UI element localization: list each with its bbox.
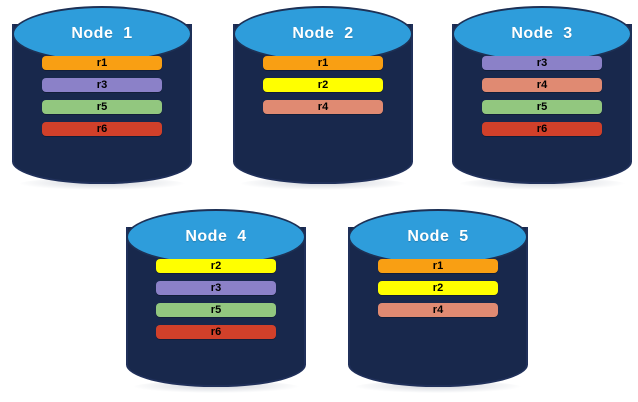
replica-bar[interactable]: r1	[262, 56, 384, 70]
replica-list: r3 r4 r5 r6	[452, 56, 632, 136]
replica-bar[interactable]: r2	[377, 281, 499, 295]
replica-list: r1 r3 r5 r6	[12, 56, 192, 136]
database-node-5[interactable]: Node 5 r1 r2 r4	[348, 209, 528, 393]
database-node-2[interactable]: Node 2 r1 r2 r4	[233, 6, 413, 190]
replica-bar[interactable]: r6	[41, 122, 163, 136]
replica-bar[interactable]: r2	[155, 259, 277, 273]
replica-bar[interactable]: r5	[481, 100, 603, 114]
database-node-3[interactable]: Node 3 r3 r4 r5 r6	[452, 6, 632, 190]
replica-bar[interactable]: r2	[262, 78, 384, 92]
node-title: Node 3	[511, 25, 573, 42]
replica-bar[interactable]: r5	[155, 303, 277, 317]
replica-bar[interactable]: r3	[481, 56, 603, 70]
node-title: Node 5	[407, 228, 469, 245]
replica-bar[interactable]: r3	[41, 78, 163, 92]
replica-bar[interactable]: r5	[41, 100, 163, 114]
replica-bar[interactable]: r1	[377, 259, 499, 273]
replica-bar[interactable]: r1	[41, 56, 163, 70]
node-title: Node 1	[71, 25, 133, 42]
replica-list: r1 r2 r4	[233, 56, 413, 114]
cylinder-top-icon	[12, 6, 192, 62]
replica-list: r1 r2 r4	[348, 259, 528, 317]
database-node-1[interactable]: Node 1 r1 r3 r5 r6	[12, 6, 192, 190]
database-node-4[interactable]: Node 4 r2 r3 r5 r6	[126, 209, 306, 393]
replica-list: r2 r3 r5 r6	[126, 259, 306, 339]
replica-bar[interactable]: r3	[155, 281, 277, 295]
cylinder-top-icon	[126, 209, 306, 265]
replica-bar[interactable]: r6	[481, 122, 603, 136]
replica-bar[interactable]: r6	[155, 325, 277, 339]
node-title: Node 2	[292, 25, 354, 42]
node-title: Node 4	[185, 228, 247, 245]
replica-bar[interactable]: r4	[481, 78, 603, 92]
replica-bar[interactable]: r4	[262, 100, 384, 114]
replica-bar[interactable]: r4	[377, 303, 499, 317]
